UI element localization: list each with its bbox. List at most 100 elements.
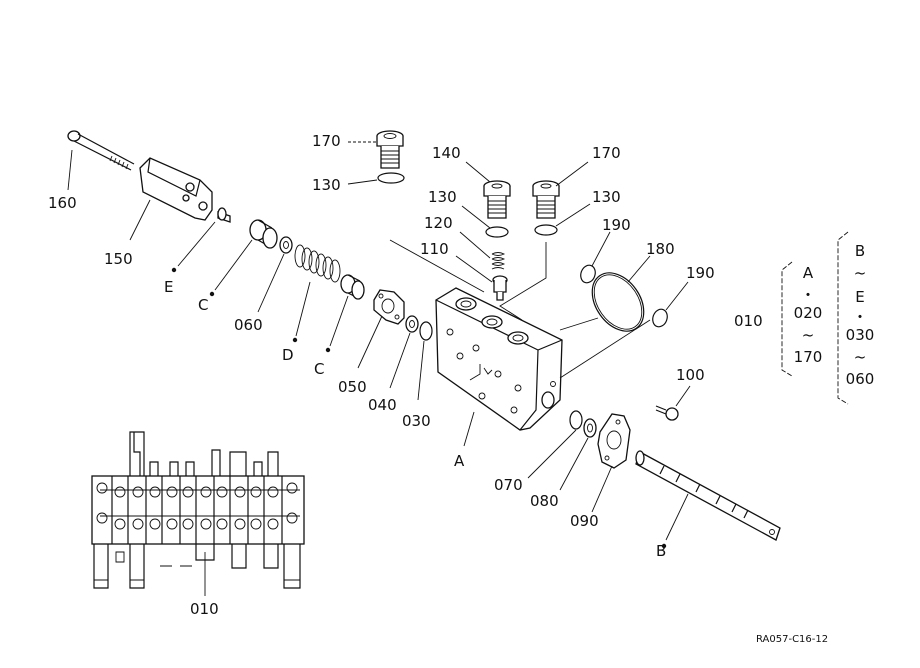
legend-left-0: A bbox=[803, 264, 814, 282]
legend-right-bracket bbox=[837, 231, 849, 405]
part-080-washer bbox=[583, 418, 597, 438]
part-170-plug-a bbox=[376, 130, 404, 169]
leader-180 bbox=[627, 255, 651, 283]
legend-right-2: E bbox=[855, 288, 864, 306]
label-110: 110 bbox=[420, 240, 449, 258]
leader-120 bbox=[459, 231, 491, 259]
part-060-washer bbox=[279, 236, 293, 254]
label-170b: 170 bbox=[592, 144, 621, 162]
dot-E bbox=[171, 267, 177, 273]
legend-right-4: 030 bbox=[846, 326, 875, 344]
legend-right-3: ・ bbox=[852, 308, 867, 326]
leader-090 bbox=[591, 465, 613, 513]
leader-130b bbox=[461, 205, 491, 229]
part-150-cover bbox=[139, 157, 213, 221]
leader-C1 bbox=[214, 239, 253, 291]
label-160: 160 bbox=[48, 194, 77, 212]
part-A-valve-body bbox=[435, 287, 563, 431]
label-190a: 190 bbox=[602, 216, 631, 234]
overview-assembly-010 bbox=[91, 431, 305, 589]
label-100: 100 bbox=[676, 366, 705, 384]
leader-030 bbox=[417, 340, 425, 401]
legend-left-2: 020 bbox=[794, 304, 823, 322]
leader-050 bbox=[357, 315, 383, 369]
dot-D bbox=[292, 337, 298, 343]
guide-line-c bbox=[559, 317, 599, 331]
part-030-oring bbox=[419, 321, 433, 341]
legend-right-0: B bbox=[855, 242, 865, 260]
part-C-seat-right bbox=[340, 274, 365, 300]
legend-id: 010 bbox=[734, 312, 763, 330]
part-120-spring bbox=[491, 252, 506, 270]
label-130b: 130 bbox=[428, 188, 457, 206]
part-050-plate bbox=[373, 289, 405, 325]
part-130-oring-a bbox=[377, 172, 405, 184]
leader-070 bbox=[527, 429, 577, 479]
label-050: 050 bbox=[338, 378, 367, 396]
label-080: 080 bbox=[530, 492, 559, 510]
label-040: 040 bbox=[368, 396, 397, 414]
part-B-spool bbox=[635, 450, 781, 541]
part-180-oring bbox=[591, 272, 645, 332]
dot-C2 bbox=[325, 347, 331, 353]
leader-D bbox=[295, 281, 311, 337]
part-130-oring-c bbox=[534, 224, 558, 236]
label-190b: 190 bbox=[686, 264, 715, 282]
leader-160 bbox=[67, 149, 73, 191]
part-170-plug-b bbox=[532, 180, 560, 219]
leader-E bbox=[177, 221, 216, 267]
part-070-oring bbox=[569, 410, 583, 430]
legend-left-bracket bbox=[781, 261, 793, 377]
label-140: 140 bbox=[432, 144, 461, 162]
part-090-plate bbox=[597, 413, 631, 469]
label-130a: 130 bbox=[312, 176, 341, 194]
label-180: 180 bbox=[646, 240, 675, 258]
legend-right-6: 060 bbox=[846, 370, 875, 388]
part-D-spring bbox=[294, 244, 341, 283]
label-C1: C bbox=[198, 296, 208, 314]
leader-170b bbox=[555, 161, 589, 187]
leader-080 bbox=[559, 437, 589, 491]
leader-140 bbox=[465, 161, 491, 183]
label-010-overview: 010 bbox=[190, 600, 219, 618]
leader-B bbox=[665, 493, 689, 541]
leader-100 bbox=[675, 385, 691, 407]
label-A: A bbox=[454, 452, 465, 470]
part-C-seat-left bbox=[249, 219, 278, 249]
label-120: 120 bbox=[424, 214, 453, 232]
part-110-poppet bbox=[492, 275, 508, 301]
leader-190b bbox=[665, 281, 689, 311]
part-160-bolt bbox=[67, 130, 135, 171]
overview-ports-row2 bbox=[96, 512, 298, 530]
part-100-screw bbox=[655, 405, 679, 421]
leader-190a bbox=[591, 231, 611, 267]
guide-line-b bbox=[499, 242, 547, 321]
label-150: 150 bbox=[104, 250, 133, 268]
overview-ports-row1 bbox=[96, 482, 298, 498]
part-180-oring-inner bbox=[593, 274, 643, 330]
part-190-oring-b bbox=[652, 308, 668, 328]
part-130-oring-b bbox=[485, 226, 509, 238]
label-030: 030 bbox=[402, 412, 431, 430]
label-B: B bbox=[656, 542, 666, 560]
label-070: 070 bbox=[494, 476, 523, 494]
legend-left-column: A ・ 020 ~ 170 bbox=[794, 264, 823, 366]
dot-C1 bbox=[209, 291, 215, 297]
legend-right-1: ~ bbox=[854, 264, 867, 282]
label-130c: 130 bbox=[592, 188, 621, 206]
leader-060 bbox=[257, 253, 285, 313]
leader-130a bbox=[347, 179, 378, 185]
guide-line-d bbox=[559, 319, 651, 379]
leader-110 bbox=[455, 255, 493, 283]
legend-left-4: 170 bbox=[794, 348, 823, 366]
label-170a: 170 bbox=[312, 132, 341, 150]
part-E-screw bbox=[217, 207, 231, 223]
leader-C2 bbox=[329, 295, 349, 347]
reference-code: RA057-C16-12 bbox=[756, 634, 828, 645]
legend-right-5: ~ bbox=[854, 348, 867, 366]
label-E: E bbox=[164, 278, 173, 296]
label-090: 090 bbox=[570, 512, 599, 530]
leader-040 bbox=[389, 332, 411, 389]
